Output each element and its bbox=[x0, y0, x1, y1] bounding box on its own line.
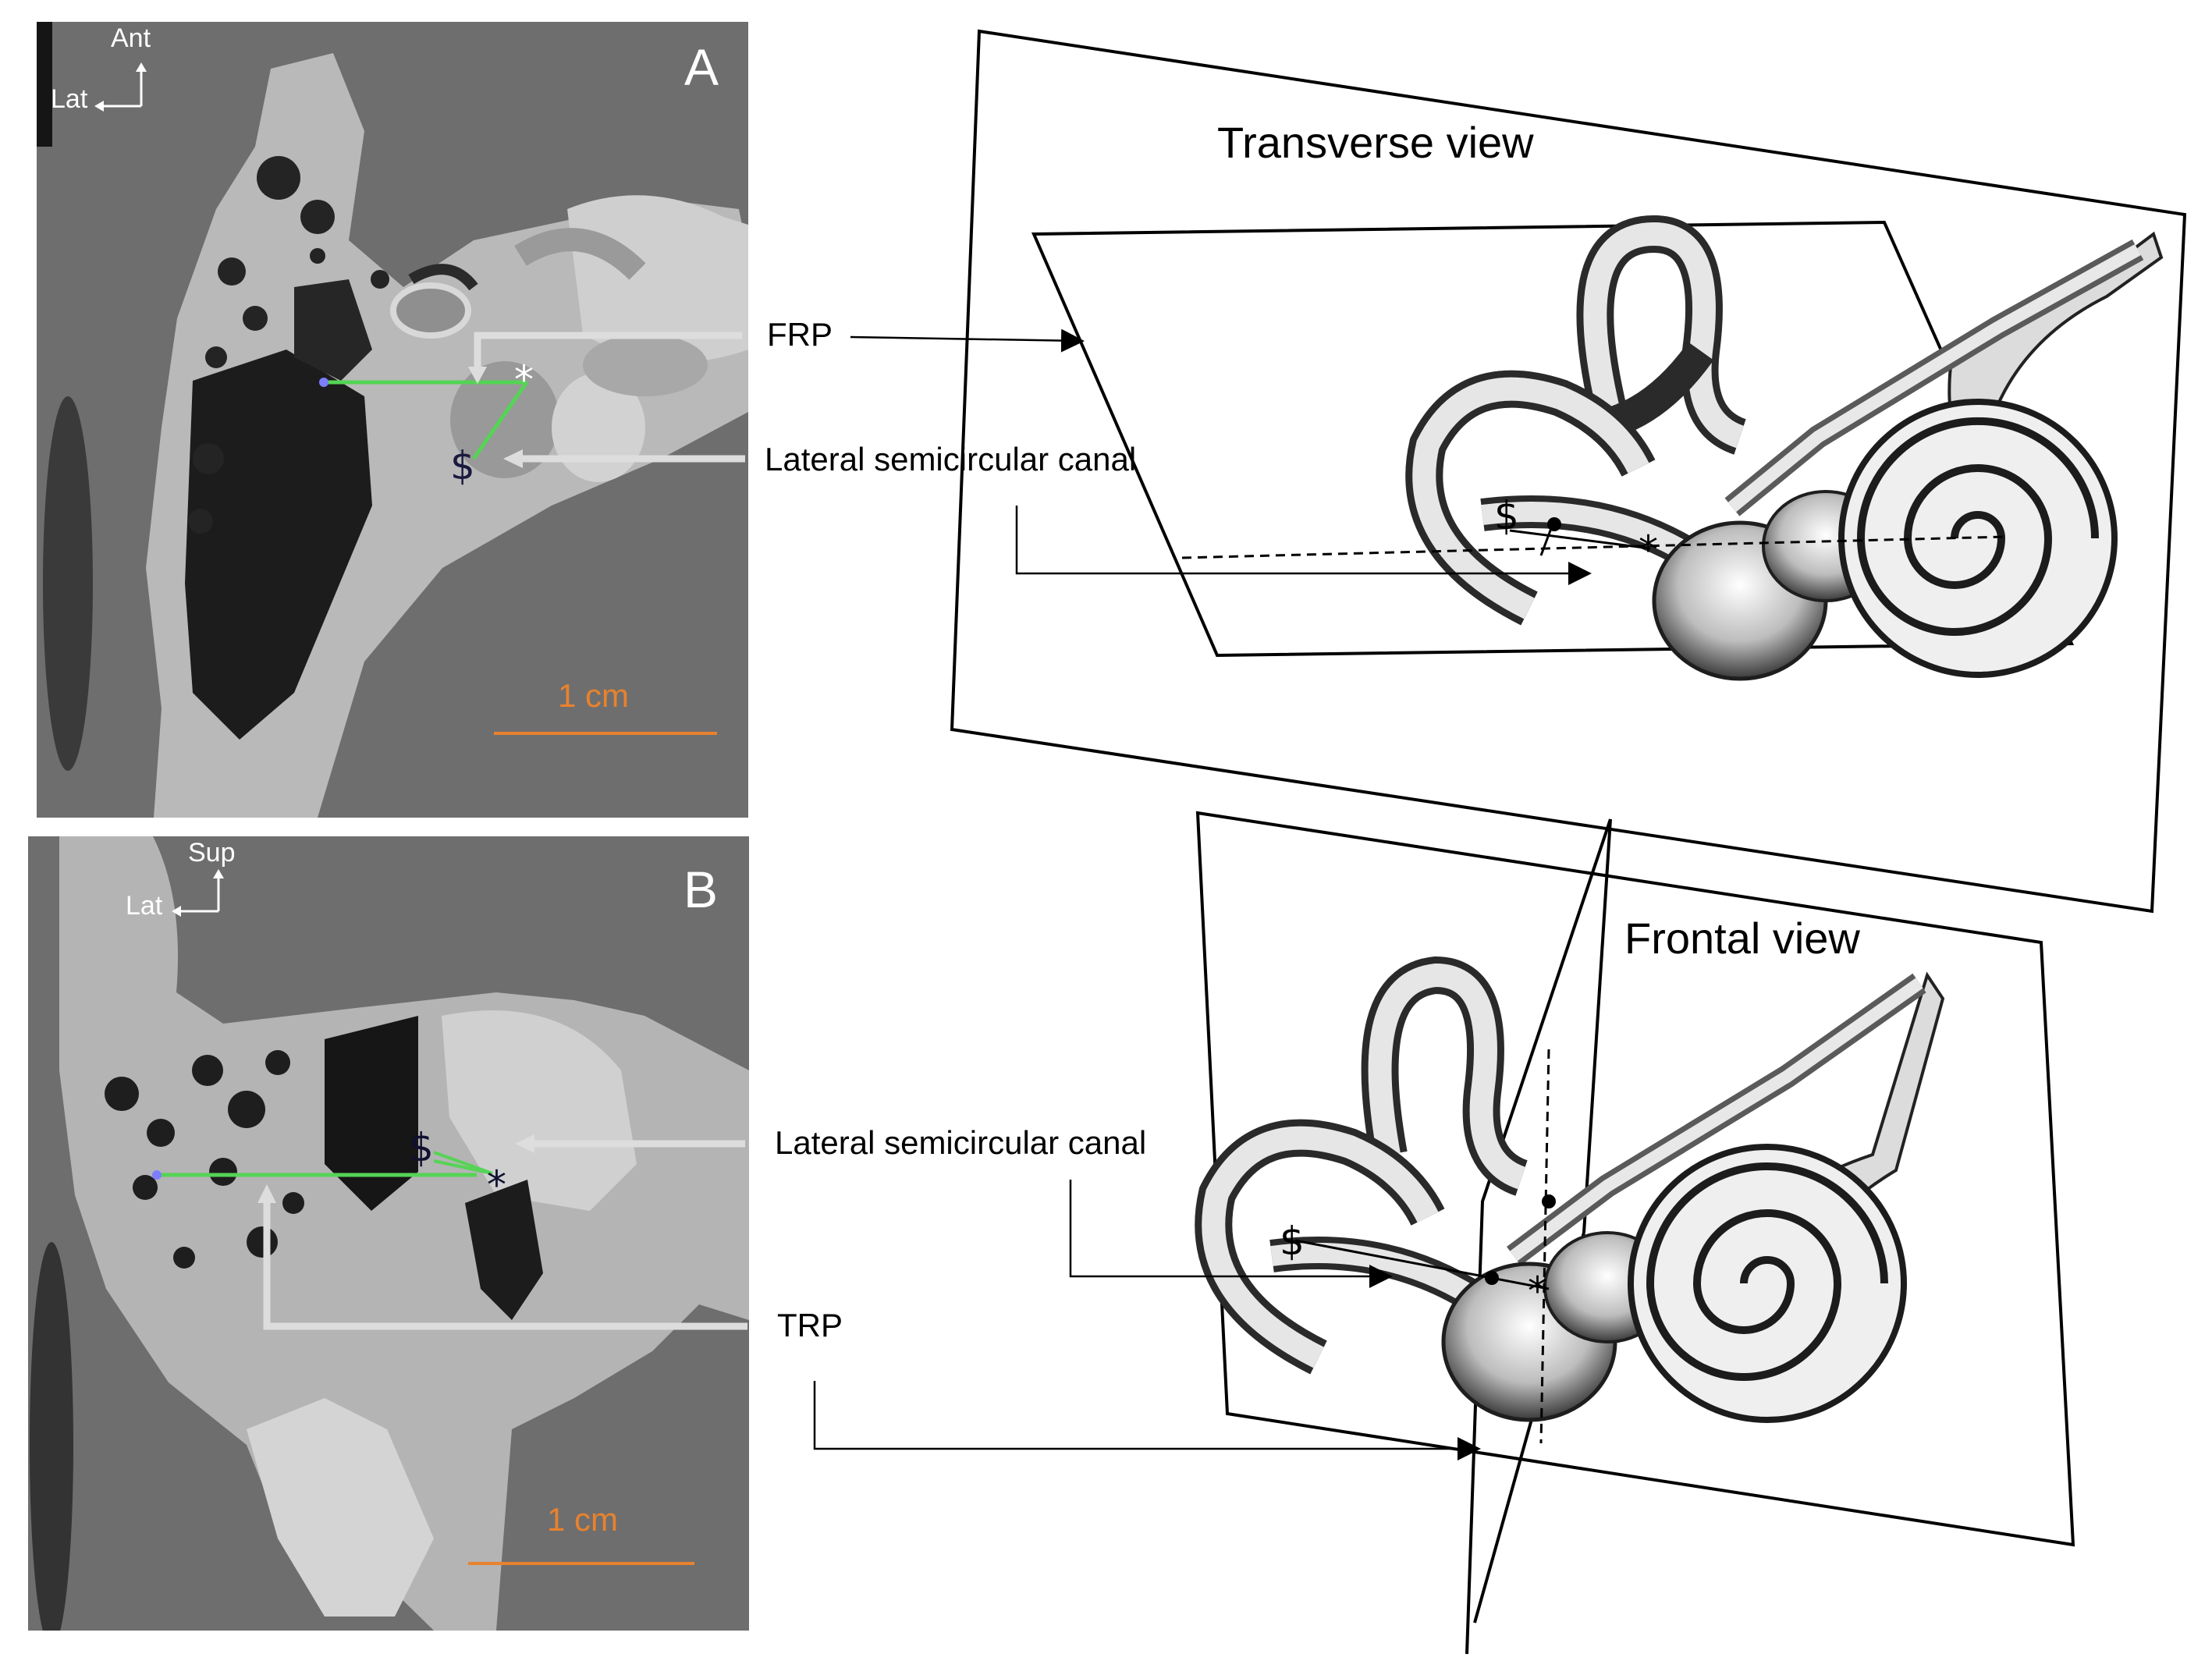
orientation-arrows-icon bbox=[94, 62, 147, 112]
transverse-dashed-axis bbox=[1181, 535, 2006, 559]
lsc-arrow-top bbox=[1015, 506, 1592, 585]
panel-letter-a: A bbox=[684, 38, 719, 96]
panel-letter-b: B bbox=[683, 861, 719, 918]
frp-arrow bbox=[850, 328, 1085, 353]
orientation-label-lat-b: Lat bbox=[126, 891, 163, 921]
scale-bar-b bbox=[468, 1562, 694, 1565]
scale-label-b: 1 cm bbox=[547, 1501, 619, 1538]
inner-ear-drawing-top bbox=[1405, 215, 2164, 681]
ct-panel-b: Sup Lat B $ * 1 cm bbox=[28, 836, 749, 1631]
landmark-dollar-b: $ bbox=[409, 1125, 434, 1170]
transverse-reference-plane bbox=[1031, 220, 2075, 658]
trp-arrow bbox=[813, 1381, 1481, 1460]
frontal-dashed-axis bbox=[1539, 1049, 1550, 1444]
landmark-dollar-transverse: $ bbox=[1494, 493, 1519, 538]
transverse-view-frame bbox=[950, 29, 2187, 914]
ct-image-b bbox=[28, 836, 749, 1631]
landmark-star-frontal: * bbox=[1528, 1269, 1547, 1314]
scale-bar-a bbox=[494, 732, 717, 735]
frontal-reference-plane bbox=[1465, 818, 1612, 1655]
measurement-lines-a bbox=[319, 378, 529, 460]
frp-gray-leader bbox=[474, 332, 742, 373]
scale-label-a: 1 cm bbox=[558, 677, 630, 714]
transverse-view-title: Transverse view bbox=[1217, 118, 1534, 167]
callout-lateral-semicircular-canal-top: Lateral semicircular canal bbox=[765, 441, 1137, 477]
callout-trp: TRP bbox=[777, 1307, 843, 1343]
trp-gray-leader bbox=[263, 1198, 747, 1330]
callout-lateral-semicircular-canal-bottom: Lateral semicircular canal bbox=[775, 1124, 1147, 1161]
measurement-lines-b bbox=[152, 1151, 493, 1180]
frontal-view-title: Frontal view bbox=[1624, 914, 1860, 963]
landmark-star-b: * bbox=[487, 1162, 506, 1208]
inner-ear-drawing-bottom bbox=[1195, 956, 1945, 1423]
landmark-star-transverse: * bbox=[1639, 527, 1658, 573]
orientation-arrows-icon-b bbox=[172, 869, 224, 917]
orientation-label-ant: Ant bbox=[111, 23, 151, 53]
landmark-star-a: * bbox=[514, 357, 534, 403]
landmark-dollar-frontal: $ bbox=[1280, 1219, 1305, 1264]
orientation-label-lat: Lat bbox=[51, 84, 88, 114]
landmark-dollar-a: $ bbox=[450, 443, 475, 488]
callout-frp: FRP bbox=[767, 316, 833, 353]
orientation-label-sup: Sup bbox=[188, 838, 236, 868]
lsc-arrow-bottom bbox=[1069, 1180, 1393, 1288]
ct-panel-a: Ant Lat A * $ 1 cm bbox=[37, 22, 748, 818]
ct-image-a bbox=[37, 22, 748, 818]
